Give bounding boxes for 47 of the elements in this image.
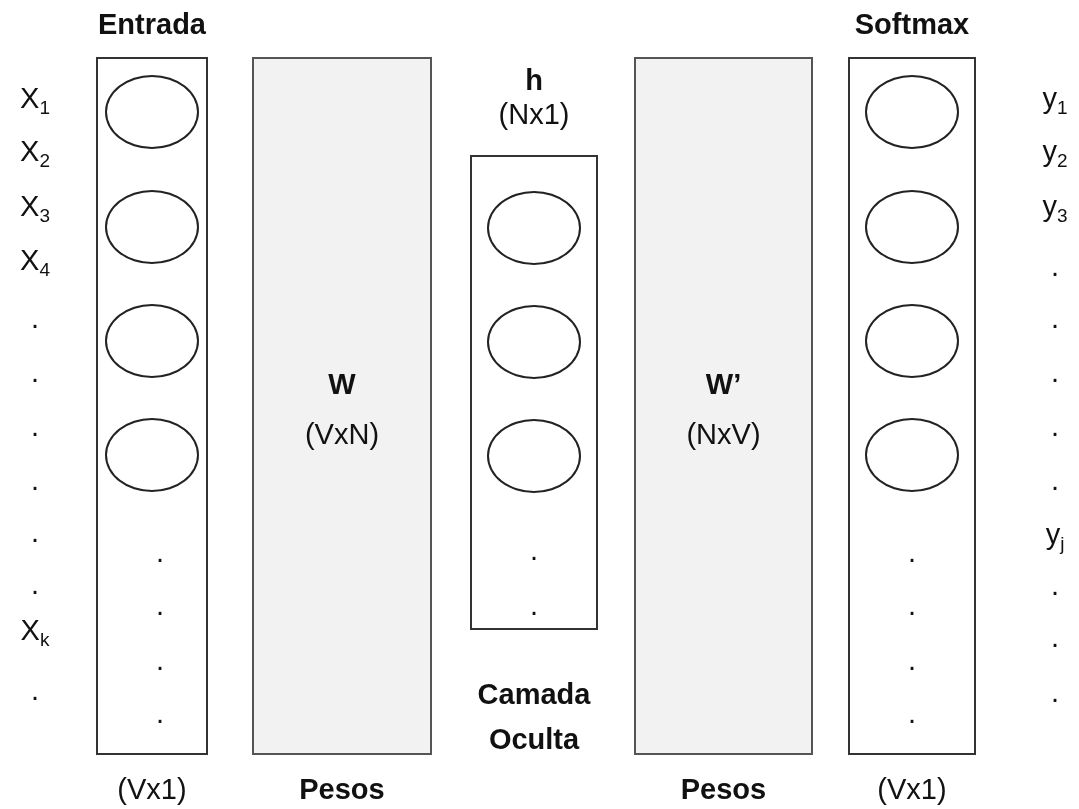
ellipsis-dot: .: [155, 590, 165, 620]
ellipsis-dot: .: [1050, 303, 1060, 333]
dimension-label: (VxN): [303, 419, 381, 451]
ellipsis-dot: .: [30, 465, 40, 495]
ellipsis-dot: .: [1050, 411, 1060, 441]
ellipsis-dot: .: [155, 645, 165, 675]
layer-caption: Pesos: [679, 772, 768, 807]
ellipsis-dot: .: [30, 517, 40, 547]
ellipsis-dot: .: [907, 698, 917, 728]
variable-label: y$_{2}$: [1042, 136, 1068, 170]
layer-title: W: [327, 369, 357, 401]
variable-label: X$_{2}$: [20, 136, 50, 170]
ellipsis-dot: .: [529, 590, 539, 620]
dimension-label: (NxV): [685, 419, 762, 451]
ellipsis-dot: .: [907, 645, 917, 675]
ellipsis-dot: .: [155, 537, 165, 567]
ellipsis-dot: .: [1050, 622, 1060, 652]
ellipsis-dot: .: [30, 569, 40, 599]
ellipsis-dot: .: [907, 537, 917, 567]
layer-caption: Camada Oculta: [476, 677, 592, 757]
ellipsis-dot: .: [1050, 677, 1060, 707]
layer-title: Softmax: [853, 9, 971, 41]
ellipsis-dot: .: [30, 303, 40, 333]
variable-label: X$_{3}$: [20, 191, 50, 225]
ellipsis-dot: .: [30, 675, 40, 705]
ellipsis-dot: .: [30, 357, 40, 387]
ellipsis-dot: .: [155, 698, 165, 728]
variable-label: y$_{3}$: [1042, 191, 1068, 225]
dimension-label: (Nx1): [497, 99, 571, 131]
layer-title: Entrada: [97, 9, 207, 41]
dimension-label: (Vx1): [876, 772, 948, 807]
dimension-label: (Vx1): [116, 772, 188, 807]
layer-caption: Pesos: [298, 772, 386, 807]
variable-label: X$_{k}$: [20, 615, 50, 649]
ellipsis-dot: .: [1050, 570, 1060, 600]
ellipsis-dot: .: [529, 535, 539, 565]
ellipsis-dot: .: [1050, 465, 1060, 495]
variable-label: y$_{1}$: [1042, 83, 1068, 117]
layer-title: W’: [704, 369, 743, 401]
ellipsis-dot: .: [1050, 357, 1060, 387]
ellipsis-dot: .: [30, 411, 40, 441]
variable-label: X$_{4}$: [20, 245, 50, 279]
ellipsis-dot: .: [907, 590, 917, 620]
layer-title: h: [524, 65, 544, 97]
ellipsis-dot: .: [1050, 251, 1060, 281]
variable-label: y$_{j}$: [1045, 519, 1065, 553]
variable-label: X$_{1}$: [20, 83, 50, 117]
